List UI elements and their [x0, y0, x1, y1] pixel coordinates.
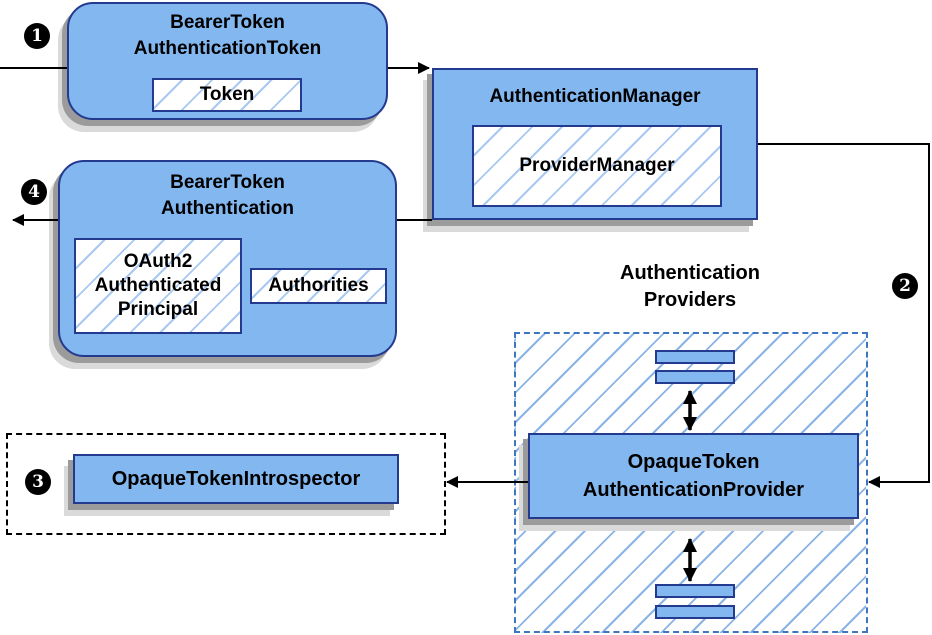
node-opaque-token-authentication-provider: OpaqueToken AuthenticationProvider	[528, 433, 859, 519]
step-1-badge: 1	[24, 23, 50, 49]
title-line-1: BearerToken	[170, 12, 285, 33]
title-line-2: Authentication	[161, 198, 294, 219]
provider-line-1: OpaqueToken	[627, 451, 760, 473]
heading-line-1: Authentication	[620, 262, 760, 284]
node-authentication-manager: AuthenticationManager ProviderManager	[432, 68, 758, 220]
provider-slot-bar	[655, 605, 735, 619]
oauth2-authenticated-principal-box: OAuth2 Authenticated Principal	[74, 238, 242, 334]
principal-line-3: Principal	[117, 299, 199, 320]
heading-line-2: Providers	[643, 289, 737, 311]
authorities-label: Authorities	[268, 275, 369, 296]
step-2-badge: 2	[892, 273, 918, 299]
node-title: BearerToken AuthenticationToken	[69, 10, 386, 62]
principal-line-2: Authenticated	[94, 275, 222, 296]
provider-slot-bar	[655, 350, 735, 364]
authorities-box: Authorities	[250, 268, 387, 304]
node-title: BearerToken Authentication	[60, 170, 395, 222]
title-line-1: BearerToken	[170, 172, 285, 193]
node-opaque-token-introspector: OpaqueTokenIntrospector	[73, 454, 399, 504]
provider-manager-box: ProviderManager	[472, 125, 722, 207]
step-3-badge: 3	[25, 469, 51, 495]
token-box: Token	[152, 78, 302, 112]
token-label: Token	[199, 84, 255, 105]
authentication-providers-heading: Authentication Providers	[575, 260, 805, 314]
step-4-badge: 4	[21, 179, 47, 205]
node-title: AuthenticationManager	[489, 86, 701, 107]
node-bearer-token-authentication-token: BearerToken AuthenticationToken Token	[67, 2, 388, 120]
introspector-label: OpaqueTokenIntrospector	[111, 468, 361, 490]
provider-slot-bar	[655, 370, 735, 384]
provider-slot-bar	[655, 584, 735, 598]
title-line-2: AuthenticationToken	[133, 38, 322, 59]
provider-manager-label: ProviderManager	[519, 155, 675, 176]
node-bearer-token-authentication: BearerToken Authentication OAuth2 Authen…	[58, 160, 397, 357]
principal-line-1: OAuth2	[123, 251, 193, 272]
provider-line-2: AuthenticationProvider	[582, 479, 805, 501]
